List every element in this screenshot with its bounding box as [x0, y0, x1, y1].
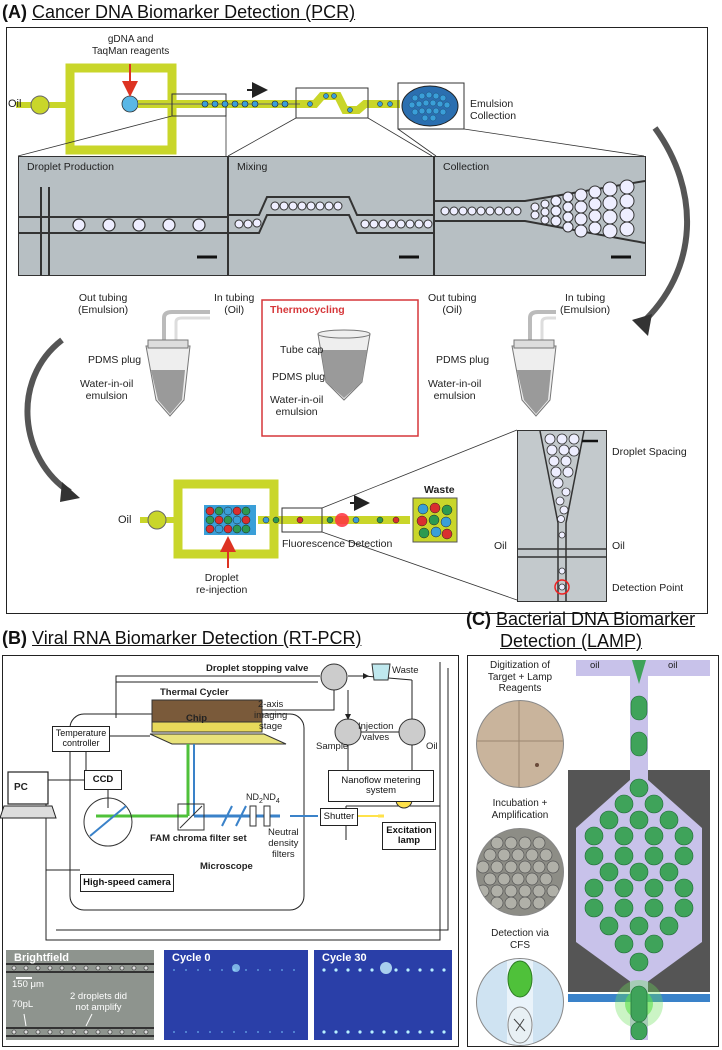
oil-b-label: Oil — [426, 741, 438, 752]
high-speed-camera-box: High-speed camera — [80, 874, 174, 892]
mixing-image: Mixing — [228, 156, 434, 276]
cycle0-title: Cycle 0 — [172, 952, 211, 964]
ccd-box: CCD — [84, 770, 122, 790]
incubation-image — [476, 828, 564, 916]
panel-a-graphics — [16, 63, 690, 601]
emulsion-collection-label: Emulsion Collection — [470, 98, 517, 123]
chip-label: Chip — [186, 713, 208, 724]
reinjection-label: Droplet re-injection — [196, 572, 248, 597]
droplet-spacing-image — [517, 430, 607, 602]
tubes-graphics — [145, 299, 557, 437]
collection-title: Collection — [443, 161, 490, 173]
imaging-stage-label: 2-axis imaging stage — [254, 699, 288, 732]
volume-label: 70pL — [12, 999, 34, 1010]
brightfield-droplets — [6, 950, 154, 1040]
droplet-spacing-label: Droplet Spacing — [612, 446, 687, 458]
nd-label: ND2ND4 — [246, 792, 280, 806]
microscope-label: Microscope — [200, 861, 253, 872]
thermo-emulsion: Water-in-oil emulsion — [270, 394, 324, 419]
panel-c-title-line2: Detection (LAMP) — [500, 631, 643, 651]
cycle0-droplets — [173, 964, 295, 1033]
right-emulsion: Water-in-oil emulsion — [428, 378, 482, 403]
panel-a-letter: (A) — [2, 2, 27, 22]
panel-c-letter: (C) — [466, 609, 491, 629]
panel-b-title-text: Viral RNA Biomarker Detection (RT-PCR) — [32, 628, 362, 648]
left-emulsion: Water-in-oil emulsion — [80, 378, 134, 403]
temperature-controller-box: Temperature controller — [52, 726, 110, 752]
droplet-production-title: Droplet Production — [27, 161, 114, 173]
step1-label: Digitization of Target + Lamp Reagents — [487, 660, 553, 694]
step2-label: Incubation + Amplification — [491, 798, 549, 821]
left-in-tubing: In tubing (Oil) — [214, 292, 255, 317]
spacing-oil-left: Oil — [494, 540, 507, 552]
digitization-grid — [477, 701, 563, 787]
panel-a-title: (A) Cancer DNA Biomarker Detection (PCR) — [2, 2, 355, 23]
detection-point-label: Detection Point — [612, 582, 684, 594]
fluorescence-label: Fluorescence Detection — [282, 538, 393, 550]
shutter-box: Shutter — [320, 808, 358, 826]
cycle30-image: Cycle 30 — [314, 950, 452, 1040]
nd-first: ND — [246, 792, 259, 802]
injection-valves-label: Injection valves — [358, 721, 394, 743]
lamp-oil-left: oil — [590, 660, 600, 671]
reagents-label: gDNA and TaqMan reagents — [92, 34, 170, 57]
mixing-title: Mixing — [237, 161, 268, 173]
lamp-oil-right: oil — [668, 660, 678, 671]
thermocycling-title: Thermocycling — [270, 304, 345, 316]
brightfield-image: Brightfield 150 μm 70pL 2 droplets did n… — [6, 950, 154, 1040]
cycle30-droplets — [322, 962, 446, 1034]
thermo-pdms-plug: PDMS plug — [272, 371, 326, 383]
stopping-valve-label: Droplet stopping valve — [206, 663, 309, 674]
spacing-oil-right: Oil — [612, 540, 625, 552]
fam-filter-label: FAM chroma filter set — [150, 833, 247, 844]
left-out-tubing: Out tubing (Emulsion) — [78, 292, 129, 317]
detection-image — [476, 958, 564, 1046]
nd-sub-4: 4 — [275, 797, 280, 805]
collection-image: Collection — [434, 156, 646, 276]
nd-second: ND — [262, 792, 276, 802]
detection-droplets — [507, 959, 533, 1045]
digitization-image — [476, 700, 564, 788]
right-in-tubing: In tubing (Emulsion) — [560, 292, 611, 317]
scale-label: 150 μm — [12, 979, 44, 990]
oil-label-top: Oil — [8, 98, 22, 110]
droplet-production-image: Droplet Production — [18, 156, 228, 276]
left-pdms-plug: PDMS plug — [88, 354, 142, 366]
lamp-device-graphics — [568, 660, 710, 1040]
nanoflow-box: Nanoflow metering system — [328, 770, 434, 802]
cycle0-image: Cycle 0 — [164, 950, 308, 1040]
step3-label: Detection via CFS — [491, 928, 549, 951]
not-amplify-label: 2 droplets did not amplify — [70, 991, 128, 1013]
panel-c-title: (C) Bacterial DNA Biomarker Detection (L… — [466, 608, 695, 652]
panel-c-title-line1: Bacterial DNA Biomarker — [496, 609, 696, 629]
excitation-lamp-box: Excitation lamp — [382, 822, 436, 850]
thermo-tube-cap: Tube cap — [280, 344, 324, 356]
oil-label-bottom: Oil — [118, 514, 132, 526]
sample-label: Sample — [316, 741, 349, 752]
right-out-tubing: Out tubing (Oil) — [428, 292, 477, 317]
incubation-droplets — [477, 836, 560, 910]
waste-b-label: Waste — [392, 665, 419, 676]
waste-label: Waste — [424, 484, 455, 496]
thermal-cycler-label: Thermal Cycler — [160, 687, 229, 698]
lamp-device: oil oil — [568, 660, 710, 1040]
neutral-density-label: Neutral density filters — [268, 827, 299, 860]
panel-a-title-text: Cancer DNA Biomarker Detection (PCR) — [32, 2, 356, 22]
brightfield-title: Brightfield — [14, 952, 69, 964]
nd-sub-2: 2 — [259, 797, 263, 805]
right-pdms-plug: PDMS plug — [436, 354, 490, 366]
cycle30-title: Cycle 30 — [322, 952, 367, 964]
panel-b-title: (B) Viral RNA Biomarker Detection (RT-PC… — [2, 628, 361, 649]
pc-label: PC — [14, 782, 28, 793]
panel-b-letter: (B) — [2, 628, 27, 648]
